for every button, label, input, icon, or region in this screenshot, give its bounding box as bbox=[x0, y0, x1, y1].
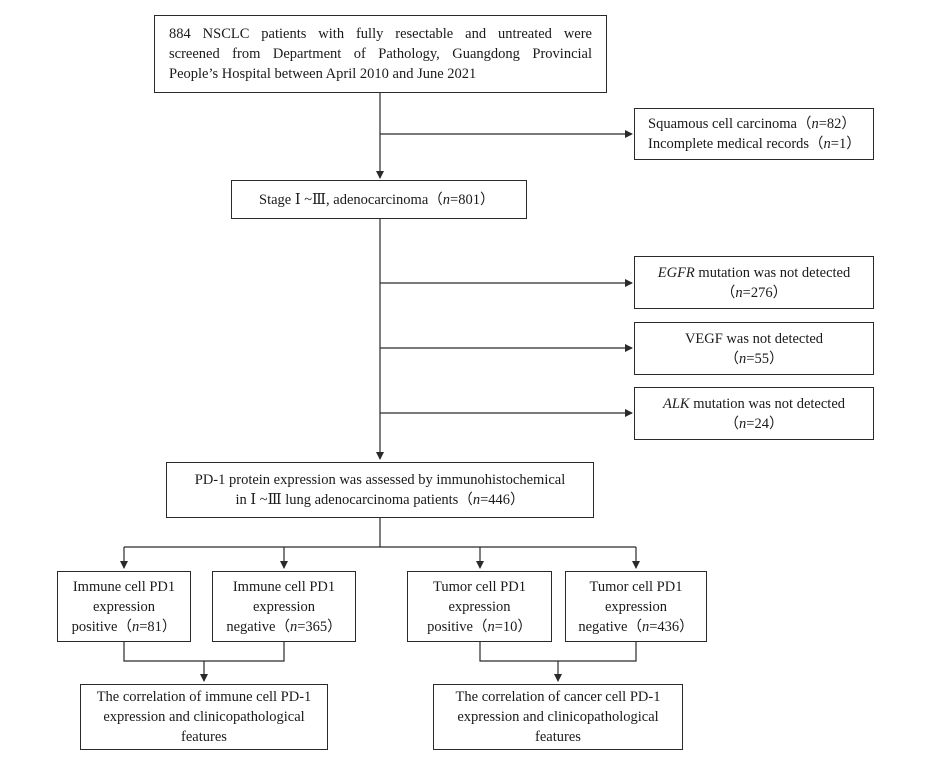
vegf-not-detected-box: VEGF was not detected （n=55） bbox=[634, 322, 874, 375]
pd1-line-2: in Ⅰ ~Ⅲ lung adenocarcinoma patients（n=4… bbox=[235, 492, 525, 508]
tumor-positive-box: Tumor cell PD1 expression positive（n=10） bbox=[407, 571, 552, 642]
tum-neg-line-3: negative（n=436） bbox=[578, 618, 694, 635]
vegf-line-1: VEGF was not detected bbox=[684, 330, 824, 347]
imm-neg-line-3: negative（n=365） bbox=[226, 618, 342, 635]
screened-line-1: 884 NSCLC patients with fully resectable… bbox=[169, 26, 592, 42]
imm-pos-line-2: expression bbox=[92, 598, 155, 615]
alk-line-1: ALK mutation was not detected bbox=[662, 395, 846, 412]
egfr-not-detected-box: EGFR mutation was not detected （n=276） bbox=[634, 256, 874, 309]
correlation-immune-box: The correlation of immune cell PD-1 expr… bbox=[80, 684, 328, 750]
stage-line: Stage Ⅰ ~Ⅲ, adenocarcinoma（n=801） bbox=[259, 191, 495, 208]
egfr-line-1: EGFR mutation was not detected bbox=[657, 264, 851, 281]
exclusion-squamous-box: Squamous cell carcinoma（n=82） Incomplete… bbox=[634, 108, 874, 160]
merge-immune bbox=[123, 642, 285, 662]
tum-pos-line-1: Tumor cell PD1 bbox=[433, 578, 526, 595]
alk-not-detected-box: ALK mutation was not detected （n=24） bbox=[634, 387, 874, 440]
tum-neg-line-2: expression bbox=[604, 598, 667, 615]
merge-tumor bbox=[479, 642, 637, 662]
egfr-line-2: （n=276） bbox=[720, 284, 788, 301]
exclusion-incomplete-line: Incomplete medical records（n=1） bbox=[648, 136, 861, 152]
tumor-negative-box: Tumor cell PD1 expression negative（n=436… bbox=[565, 571, 707, 642]
imm-neg-line-1: Immune cell PD1 bbox=[232, 578, 336, 595]
corr-imm-line-3: features bbox=[181, 729, 227, 745]
screened-line-3: People’s Hospital between April 2010 and… bbox=[169, 66, 477, 82]
exclusion-squamous-line: Squamous cell carcinoma（n=82） bbox=[648, 116, 856, 132]
screened-patients-box: 884 NSCLC patients with fully resectable… bbox=[154, 15, 607, 93]
imm-pos-line-1: Immune cell PD1 bbox=[72, 578, 176, 595]
imm-neg-line-2: expression bbox=[252, 598, 315, 615]
imm-pos-line-3: positive（n=81） bbox=[71, 618, 177, 635]
corr-can-line-1: The correlation of cancer cell PD-1 bbox=[455, 689, 661, 705]
immune-positive-box: Immune cell PD1 expression positive（n=81… bbox=[57, 571, 191, 642]
vegf-line-2: （n=55） bbox=[724, 350, 784, 367]
immune-negative-box: Immune cell PD1 expression negative（n=36… bbox=[212, 571, 356, 642]
stage-adenocarcinoma-box: Stage Ⅰ ~Ⅲ, adenocarcinoma（n=801） bbox=[231, 180, 527, 219]
tum-pos-line-2: expression bbox=[448, 598, 511, 615]
pd1-line-1: PD-1 protein expression was assessed by … bbox=[194, 472, 566, 488]
corr-imm-line-2: expression and clinicopathological bbox=[103, 709, 305, 725]
corr-imm-line-1: The correlation of immune cell PD-1 bbox=[96, 689, 312, 705]
tum-pos-line-3: positive（n=10） bbox=[427, 618, 532, 635]
screened-line-2: screened from Department of Pathology, G… bbox=[169, 46, 592, 62]
corr-can-line-2: expression and clinicopathological bbox=[457, 709, 659, 725]
correlation-cancer-box: The correlation of cancer cell PD-1 expr… bbox=[433, 684, 683, 750]
tum-neg-line-1: Tumor cell PD1 bbox=[589, 578, 683, 595]
corr-can-line-3: features bbox=[535, 729, 581, 745]
alk-line-2: （n=24） bbox=[724, 415, 784, 432]
pd1-assessed-box: PD-1 protein expression was assessed by … bbox=[166, 462, 594, 518]
